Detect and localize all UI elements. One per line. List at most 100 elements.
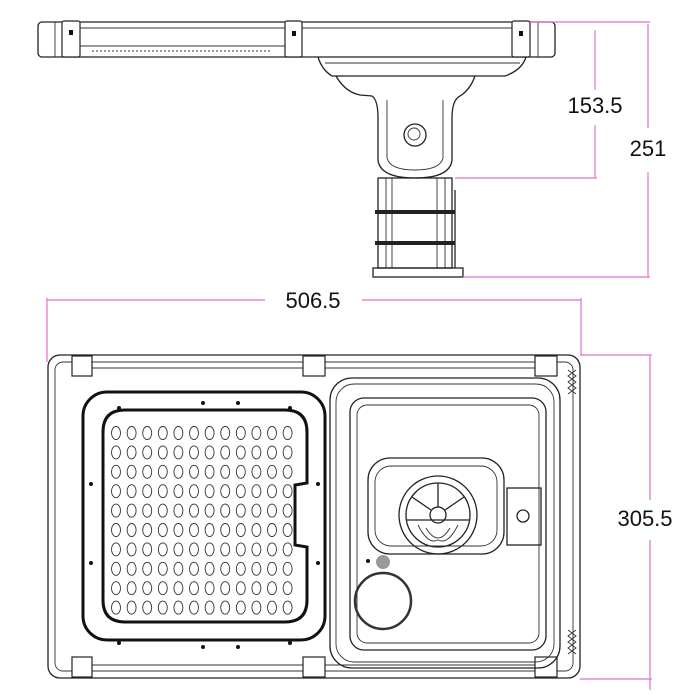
led-chip [173, 600, 184, 615]
led-chip [142, 600, 153, 615]
led-chip [142, 503, 153, 518]
led-chip [173, 464, 184, 479]
led-chip [235, 581, 246, 596]
led-chip [267, 600, 277, 615]
led-panel [81, 390, 327, 649]
mount-clip [534, 355, 558, 377]
led-chip [189, 445, 199, 460]
mount-clip [302, 355, 326, 377]
led-chip [204, 561, 215, 576]
led-chip [111, 523, 121, 537]
led-chip [173, 581, 184, 596]
led-chip [235, 523, 246, 537]
led-chip [251, 445, 262, 460]
screw [117, 406, 121, 410]
mount-clip [302, 656, 326, 678]
screw [316, 561, 320, 565]
led-chip [157, 484, 168, 499]
led-chip [157, 600, 168, 615]
led-chip [251, 561, 262, 576]
led-chip [189, 426, 199, 440]
led-chip [157, 542, 168, 557]
led-chip [267, 484, 277, 499]
led-chip [251, 503, 262, 518]
led-chip [267, 581, 277, 596]
led-chip [235, 445, 246, 460]
led-chip [282, 464, 293, 479]
led-chip [173, 561, 184, 576]
led-chip [251, 581, 262, 596]
bracket-top [317, 56, 527, 77]
led-chip [173, 426, 184, 440]
led-chip [267, 426, 277, 440]
led-chip [282, 503, 293, 518]
led-chip [235, 561, 246, 576]
led-chip [142, 426, 153, 440]
led-chip [157, 445, 168, 460]
led-chip [204, 503, 215, 518]
led-chip [111, 542, 121, 557]
led-chip [173, 523, 184, 537]
led-chip [142, 445, 153, 460]
led-chip [142, 523, 153, 537]
led-chip [126, 426, 137, 440]
led-chip [189, 464, 199, 479]
led-chip [189, 561, 199, 576]
dimension-label: 153.5 [567, 93, 622, 118]
led-chip [189, 542, 199, 557]
led-chip [111, 561, 121, 576]
mount-clip [284, 20, 303, 58]
led-chip [220, 503, 231, 518]
led-chip [142, 581, 153, 596]
led-chip [220, 445, 231, 460]
led-chip [157, 464, 168, 479]
led-chip [204, 426, 215, 440]
led-chip [204, 484, 215, 499]
led-chip [282, 426, 293, 440]
screw [117, 641, 121, 645]
led-chip [157, 503, 168, 518]
screw [288, 641, 292, 645]
led-chip [282, 581, 293, 596]
led-chip [251, 484, 262, 499]
screw [89, 482, 93, 486]
led-chip [235, 600, 246, 615]
led-chip [204, 542, 215, 557]
led-chip [220, 464, 231, 479]
led-chip [282, 445, 293, 460]
led-chip [189, 600, 199, 615]
led-chip [111, 503, 121, 518]
screw [89, 561, 93, 565]
led-chip [157, 561, 168, 576]
screw [316, 482, 320, 486]
led-chip [235, 484, 246, 499]
led-chip [204, 581, 215, 596]
led-chip [157, 523, 168, 537]
led-chip [126, 484, 137, 499]
led-chip [204, 464, 215, 479]
led-chip [173, 484, 184, 499]
led-chip [157, 581, 168, 596]
dimension-depth: 305.5 [580, 354, 673, 690]
battery-compartment [329, 377, 561, 669]
dimension-total-height: 251 [463, 21, 666, 278]
led-chip [142, 484, 153, 499]
led-chip [173, 445, 184, 460]
led-chip [126, 464, 137, 479]
led-chip [142, 464, 153, 479]
dimension-label: 305.5 [617, 506, 672, 531]
led-chip [267, 445, 277, 460]
led-chip [173, 503, 184, 518]
mount-clip [511, 20, 531, 58]
screw [201, 401, 205, 405]
led-chip [220, 523, 231, 537]
pivot-bolt [403, 123, 427, 147]
switch-ring [353, 555, 413, 631]
led-chip [126, 542, 137, 557]
led-chip [204, 600, 215, 615]
screw [236, 645, 240, 649]
led-chip [251, 426, 262, 440]
bottom-view [47, 354, 581, 679]
dimension-label: 506.5 [285, 288, 340, 313]
